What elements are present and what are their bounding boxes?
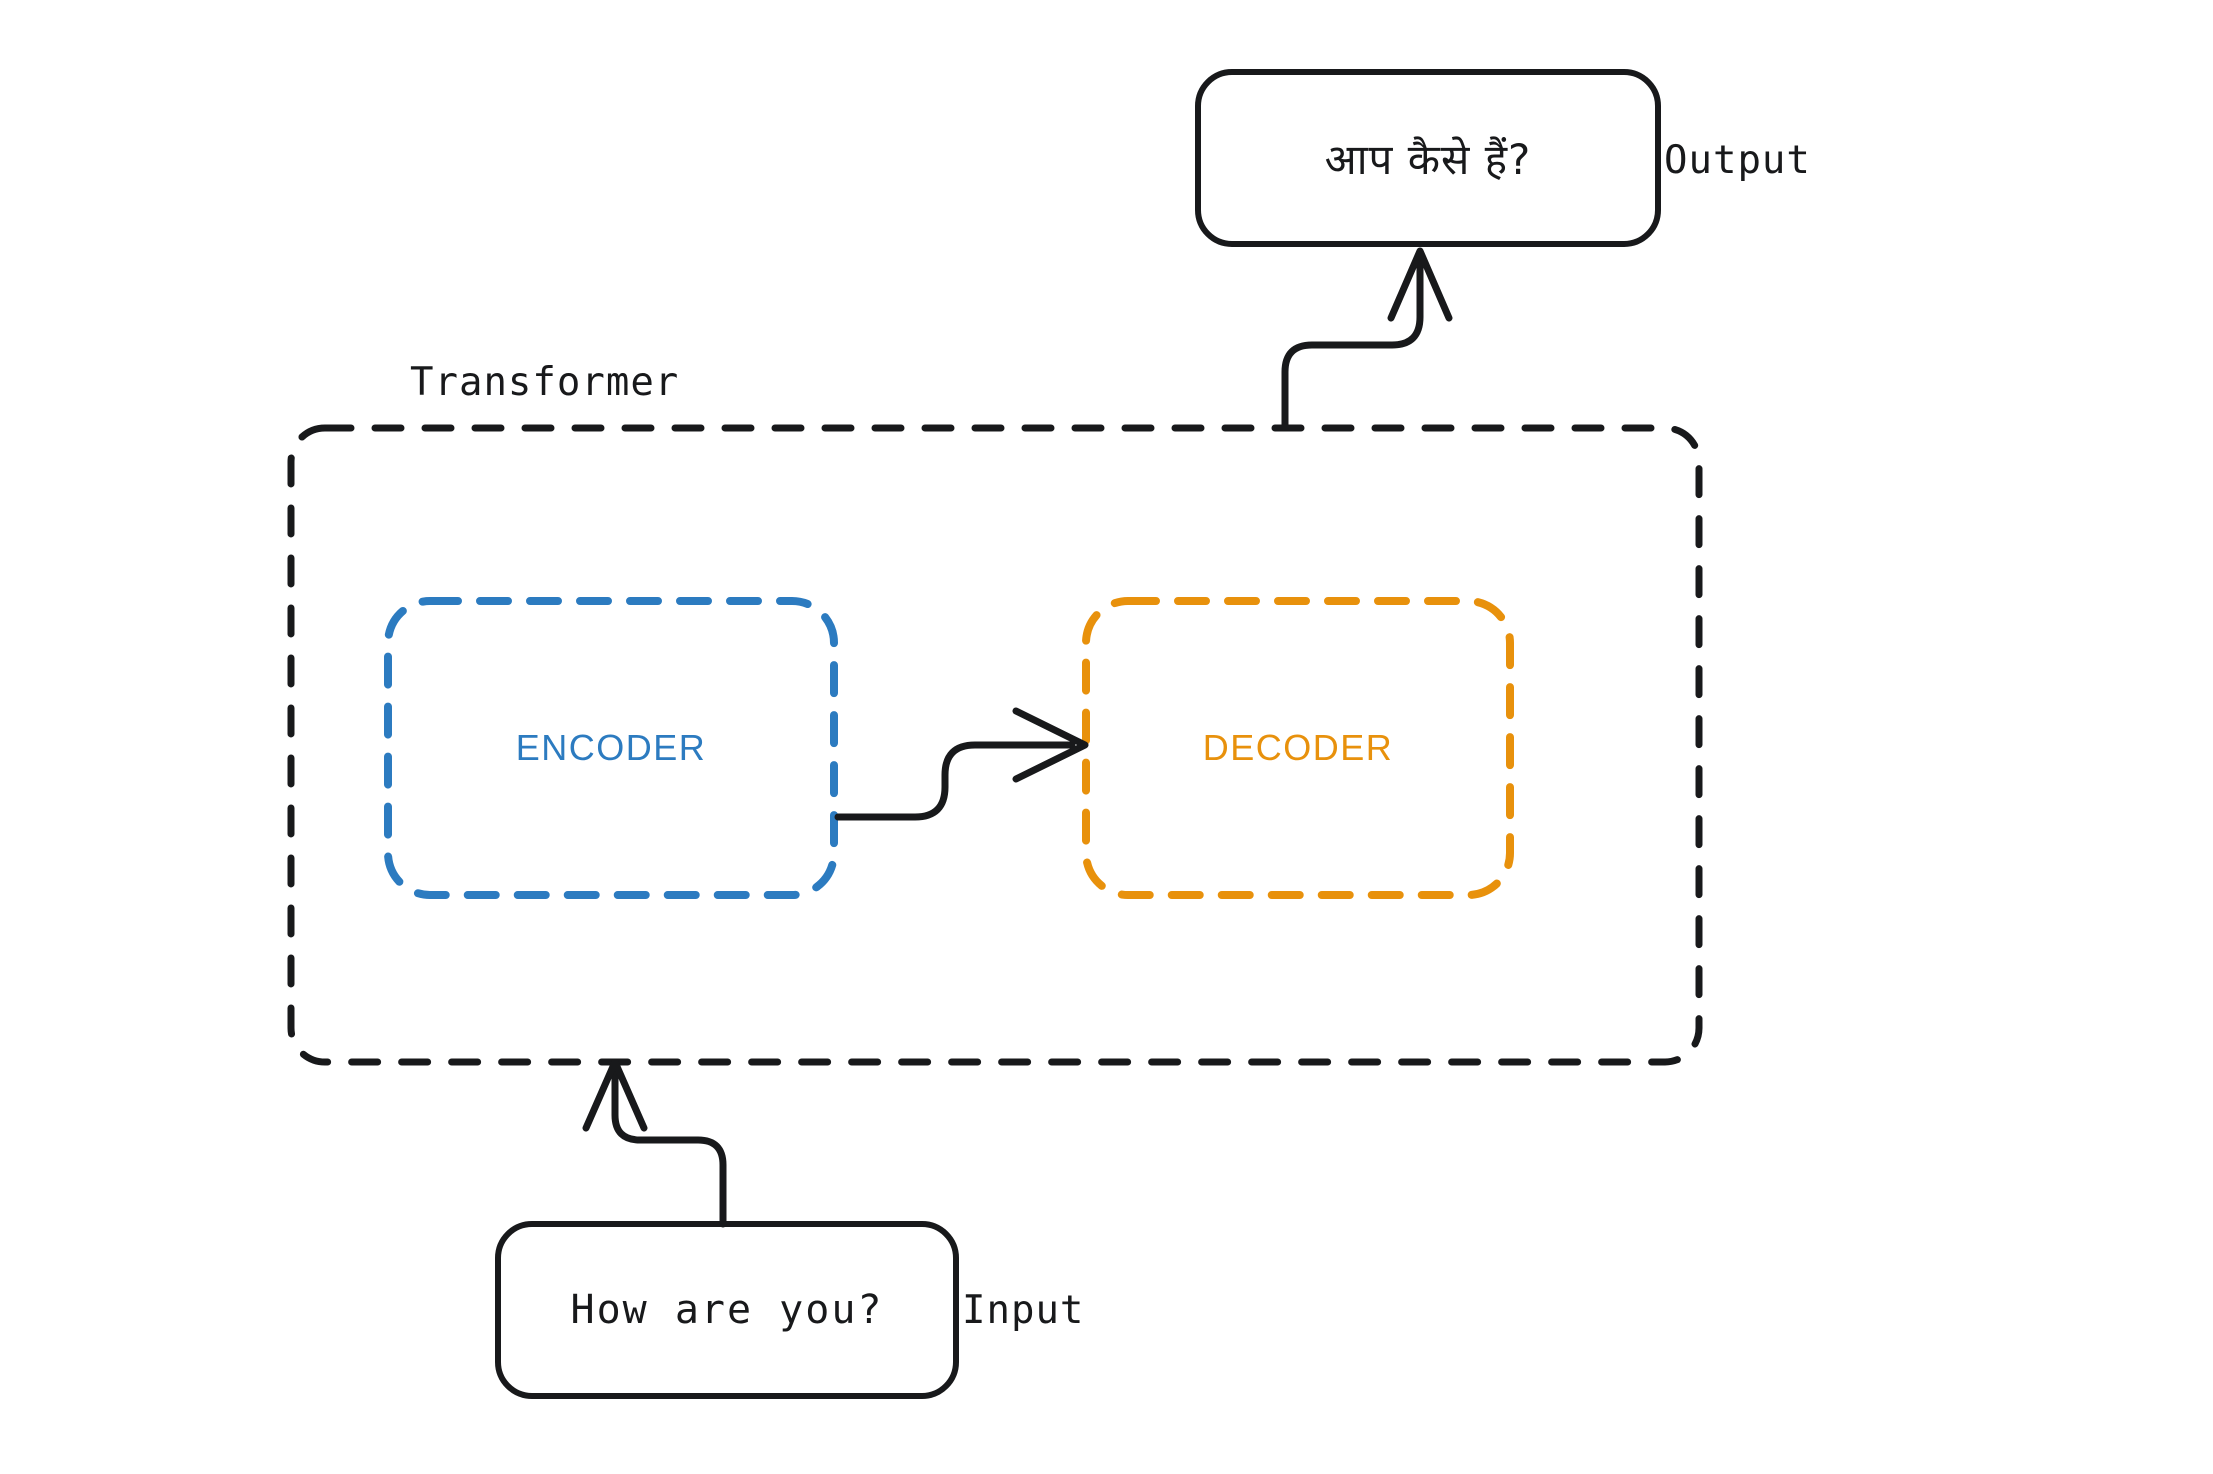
transformer-container-shape[interactable]: [287, 424, 1703, 1066]
arrow-input-to-transformer: [611, 1068, 727, 1228]
arrowhead-transformer-to-output: [1387, 247, 1453, 322]
output-box-shape[interactable]: [1195, 69, 1661, 247]
input-box-shape[interactable]: [495, 1221, 959, 1399]
arrow-encoder-to-decoder: [834, 741, 1076, 821]
decoder-block-shape[interactable]: [1082, 597, 1514, 899]
encoder-block-shape[interactable]: [384, 597, 838, 899]
arrowhead-input-to-transformer: [582, 1058, 648, 1132]
arrow-transformer-to-output: [1281, 258, 1424, 432]
arrowhead-encoder-to-decoder: [1012, 707, 1089, 783]
